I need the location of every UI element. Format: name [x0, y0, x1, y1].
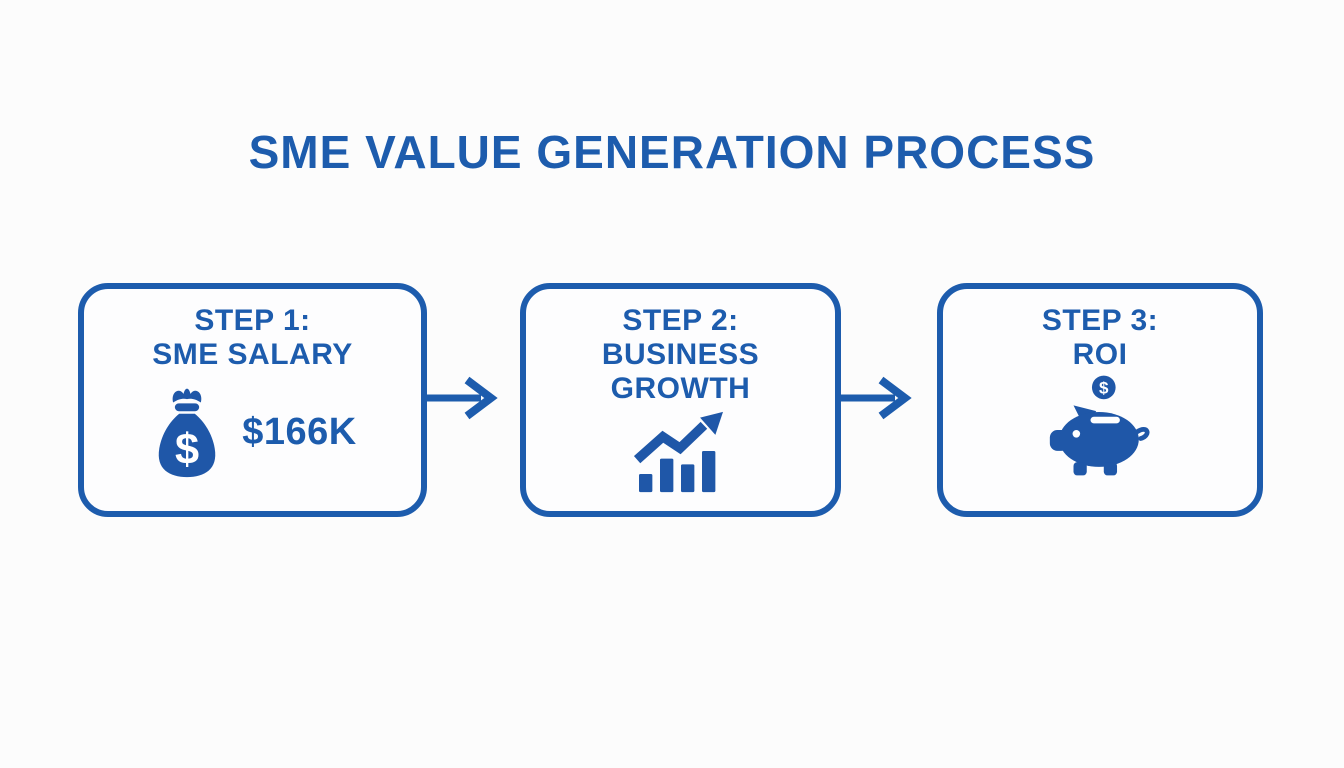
step3-title: STEP 3: ROI — [1042, 304, 1158, 372]
step3-title-line2: ROI — [1072, 338, 1128, 371]
salary-figure: $ $166K — [148, 382, 356, 482]
step3-title-line1: STEP 3: — [1041, 304, 1159, 337]
arrow-right-icon — [427, 376, 498, 420]
growth-chart-icon — [633, 411, 723, 493]
salary-value: $166K — [242, 410, 357, 453]
money-bag-icon: $ — [158, 388, 216, 478]
step2-title-line2: BUSINESS — [601, 338, 760, 371]
step1-title-line2: SME SALARY — [152, 338, 353, 371]
piggy-bank-icon: $ — [1049, 375, 1150, 476]
step1-title-line1: STEP 1: — [194, 304, 311, 337]
step2-title: STEP 2: BUSINESS GROWTH — [602, 304, 759, 406]
step-box-roi: STEP 3: ROI $ — [937, 283, 1263, 517]
money-bag-dollar-sign: $ — [175, 426, 199, 474]
step2-title-line1: STEP 2: — [622, 304, 739, 337]
step-box-sme-salary: STEP 1: SME SALARY $ $166K — [78, 283, 427, 517]
coin-dollar-sign: $ — [1099, 379, 1109, 398]
page-title: SME VALUE GENERATION PROCESS — [248, 126, 1096, 178]
piggy-icon-wrap: $ — [1047, 374, 1153, 491]
growth-icon-wrap — [633, 410, 728, 499]
step-box-business-growth: STEP 2: BUSINESS GROWTH — [520, 283, 841, 517]
step2-title-line3: GROWTH — [610, 372, 751, 405]
arrow-right-icon — [841, 376, 912, 420]
step1-title: STEP 1: SME SALARY — [152, 304, 353, 372]
